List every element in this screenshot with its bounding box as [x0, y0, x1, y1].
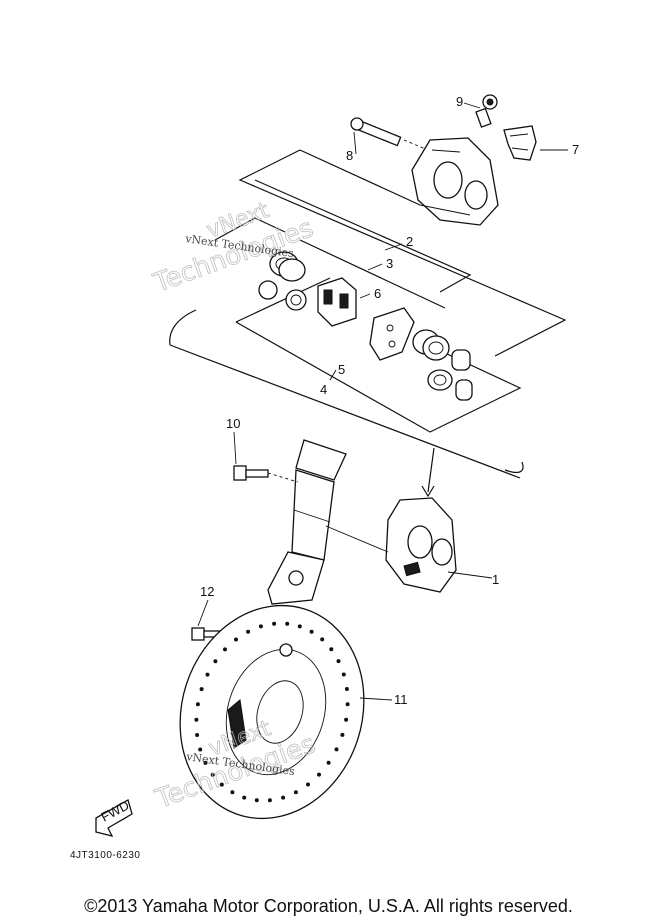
- callout-4: 4: [320, 382, 327, 397]
- disc-hole: [281, 795, 286, 800]
- callout-2: 2: [406, 234, 413, 249]
- disc-hole: [329, 647, 334, 652]
- piston-set: [258, 251, 473, 401]
- disc-hole: [340, 732, 345, 737]
- assembly-arrow: [421, 447, 435, 498]
- callout-6: 6: [374, 286, 381, 301]
- disc-hole: [297, 624, 302, 629]
- callout-10: 10: [226, 416, 240, 431]
- disc-hole: [213, 659, 218, 664]
- disc-hole: [317, 772, 321, 777]
- watermark-top: vNext Technologies vNext Technologies: [149, 198, 318, 300]
- disc-hole: [320, 637, 325, 642]
- disc-hole: [223, 647, 227, 652]
- callout-9: 9: [456, 94, 463, 109]
- disc-hole: [254, 798, 259, 803]
- callout-12: 12: [200, 584, 214, 599]
- disc-hole: [267, 798, 272, 803]
- disc-hole: [242, 795, 247, 800]
- disc-hole: [309, 629, 314, 634]
- disc-hole: [246, 629, 251, 634]
- callout-5: 5: [338, 362, 345, 377]
- pad-clip-7: [503, 125, 537, 161]
- disc-hole: [293, 790, 298, 795]
- callout-3: 3: [386, 256, 393, 271]
- disc-hole: [210, 772, 215, 777]
- disc-hole: [198, 747, 203, 752]
- disc-hole: [344, 687, 349, 691]
- disc-hole: [336, 659, 341, 664]
- disc-hole: [272, 621, 277, 626]
- fwd-arrow: FWD: [95, 798, 133, 837]
- disc-hole: [258, 624, 263, 629]
- bolt-8: [350, 117, 429, 151]
- disc-hole: [194, 717, 199, 722]
- disc-hole: [341, 672, 346, 677]
- callout-1: 1: [492, 572, 499, 587]
- leader-lines: [329, 102, 568, 381]
- disc-hole: [285, 621, 290, 626]
- callout-7: 7: [572, 142, 579, 157]
- disc-hole: [195, 702, 200, 707]
- disc-hole: [219, 782, 224, 787]
- copyright-notice: ©2013 Yamaha Motor Corporation, U.S.A. A…: [84, 896, 573, 916]
- disc-hole: [326, 760, 331, 765]
- disc-hole: [195, 733, 200, 737]
- disc-hole: [344, 717, 349, 722]
- upper-caliper-body: [411, 137, 499, 226]
- callout-8: 8: [346, 148, 353, 163]
- brake-pad-6: [317, 277, 415, 361]
- part-code: 4JT3100-6230: [70, 850, 141, 861]
- disc-hole: [345, 702, 350, 707]
- callout-11: 11: [394, 692, 408, 707]
- disc-hole: [203, 760, 208, 765]
- disc-hole: [334, 747, 339, 752]
- disc-hole: [199, 687, 204, 692]
- caliper-assembly-1: [385, 497, 493, 593]
- disc-hole: [205, 672, 210, 677]
- bolt-10: [233, 431, 299, 483]
- brake-disc-11: [179, 604, 393, 820]
- disc-hole: [230, 790, 235, 795]
- bleed-screw-9: [475, 94, 498, 128]
- disc-hole: [234, 637, 238, 642]
- seal-kit-frame: [169, 149, 567, 479]
- front-fork: [267, 439, 389, 605]
- disc-holes: [194, 621, 350, 803]
- disc-hole: [306, 782, 310, 787]
